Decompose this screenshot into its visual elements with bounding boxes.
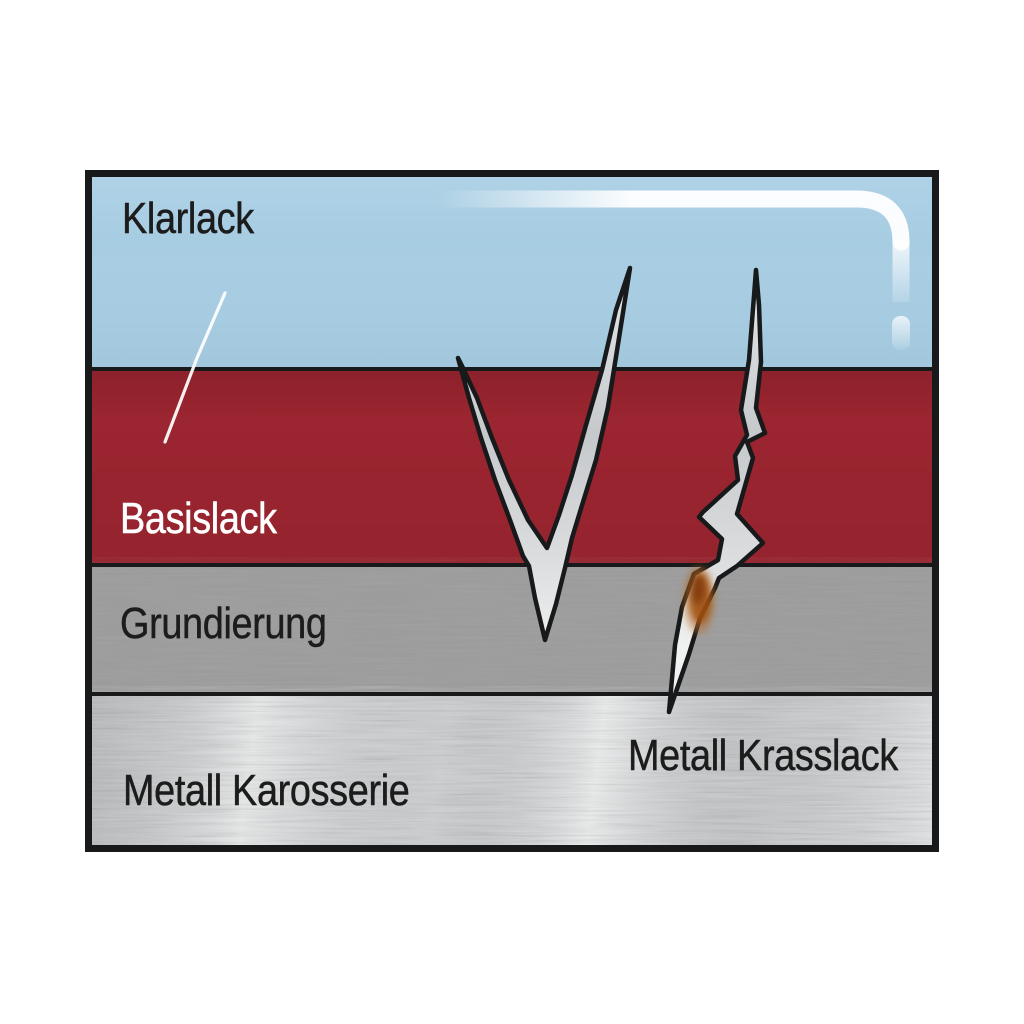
diagram-border (85, 170, 939, 852)
paint-layer-cross-section: Klarlack Basislack Grundierung Metall Ka… (85, 170, 939, 852)
label-klarlack: Klarlack (122, 194, 255, 243)
label-metall-krasslack: Metall Krasslack (628, 731, 899, 780)
grundierung-grain-texture (85, 564, 939, 695)
gloss-highlight (428, 190, 910, 251)
metal-grain-texture (85, 694, 939, 848)
gloss-highlight-dash (892, 316, 910, 350)
label-grundierung: Grundierung (120, 599, 327, 648)
divider-klarlack-basislack (85, 367, 939, 371)
basislack-shading (85, 369, 939, 565)
label-metall-karosserie: Metall Karosserie (123, 766, 410, 815)
rust-spot (683, 566, 715, 634)
divider-grundierung-metall (85, 692, 939, 696)
v-crack (455, 265, 633, 643)
cross-section-svg (85, 170, 939, 852)
label-basislack: Basislack (120, 494, 278, 543)
divider-basislack-grundierung (85, 563, 939, 567)
scratch-line (163, 291, 227, 444)
